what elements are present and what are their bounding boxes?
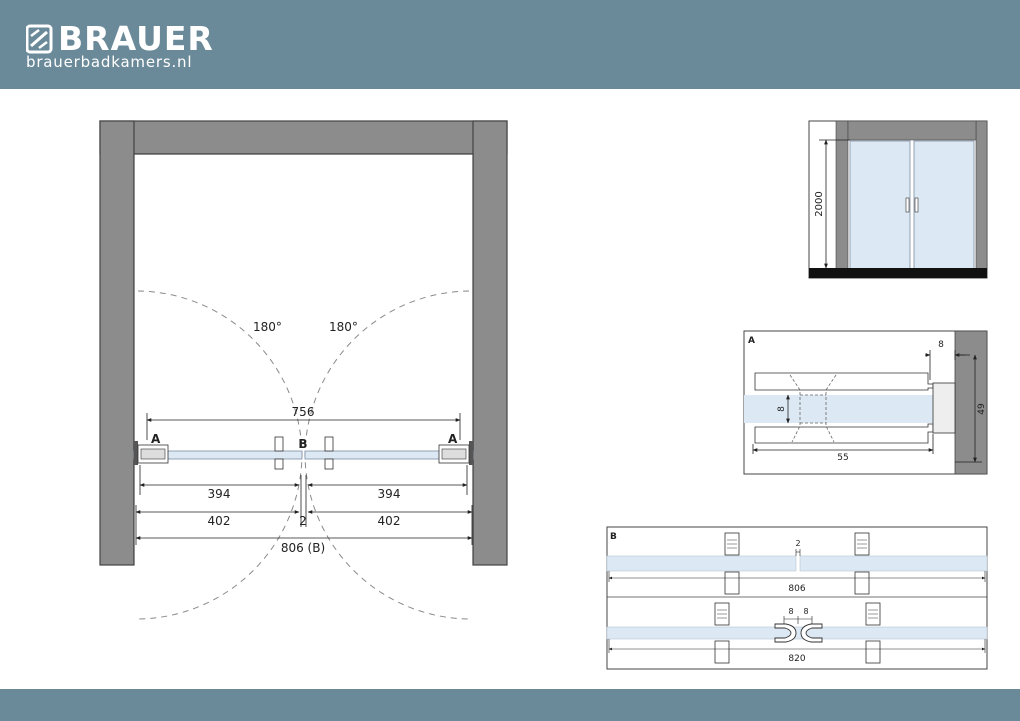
magnetic-seal-profile <box>774 623 823 643</box>
dim-gap: 2 <box>299 514 307 528</box>
footer-bar <box>0 689 1020 721</box>
header-bar: BRAUER brauerbadkamers.nl <box>0 0 1020 89</box>
angle-label-left: 180° <box>253 320 282 334</box>
dim-402-left: 402 <box>208 514 231 528</box>
elevation-height-label: 2000 <box>814 191 825 216</box>
door-handles <box>274 436 334 470</box>
dim-402-right: 402 <box>378 514 401 528</box>
detail-b-seal-left: 8 <box>788 607 793 616</box>
hinge-right <box>438 441 473 465</box>
detail-b-title: B <box>610 532 617 542</box>
plan-view: 180° 180° 756 A A B <box>99 120 508 620</box>
detail-a-title: A <box>748 336 755 346</box>
front-elevation: 2000 <box>808 120 988 279</box>
plan-walls <box>99 120 508 566</box>
brauer-logo-icon <box>26 24 53 54</box>
detail-a-dim-depth: 49 <box>977 403 987 415</box>
detail-b-gap: 2 <box>795 539 800 548</box>
detail-b-seal-right: 8 <box>803 607 808 616</box>
detail-a-dim-top: 8 <box>938 340 944 350</box>
detail-b: B 2 806 <box>606 526 988 670</box>
hinge-label-a-left: A <box>151 432 161 446</box>
center-label-b: B <box>298 437 307 451</box>
angle-label-right: 180° <box>329 320 358 334</box>
brand-name: BRAUER <box>58 19 214 58</box>
brand-url: brauerbadkamers.nl <box>26 53 193 71</box>
detail-a: A 8 8 49 55 <box>743 330 988 475</box>
dim-756-label: 756 <box>292 405 315 419</box>
detail-a-dim-length: 55 <box>837 453 848 463</box>
hinge-label-a-right: A <box>448 432 458 446</box>
dim-806-label: 806 (B) <box>281 541 325 555</box>
detail-b-width-806: 806 <box>788 584 805 594</box>
hinge-left <box>134 441 169 465</box>
detail-b-width-820: 820 <box>788 654 805 664</box>
dim-394-left: 394 <box>208 487 231 501</box>
dim-394-right: 394 <box>378 487 401 501</box>
dimension-756 <box>146 413 461 440</box>
detail-a-dim-glass: 8 <box>777 406 787 412</box>
